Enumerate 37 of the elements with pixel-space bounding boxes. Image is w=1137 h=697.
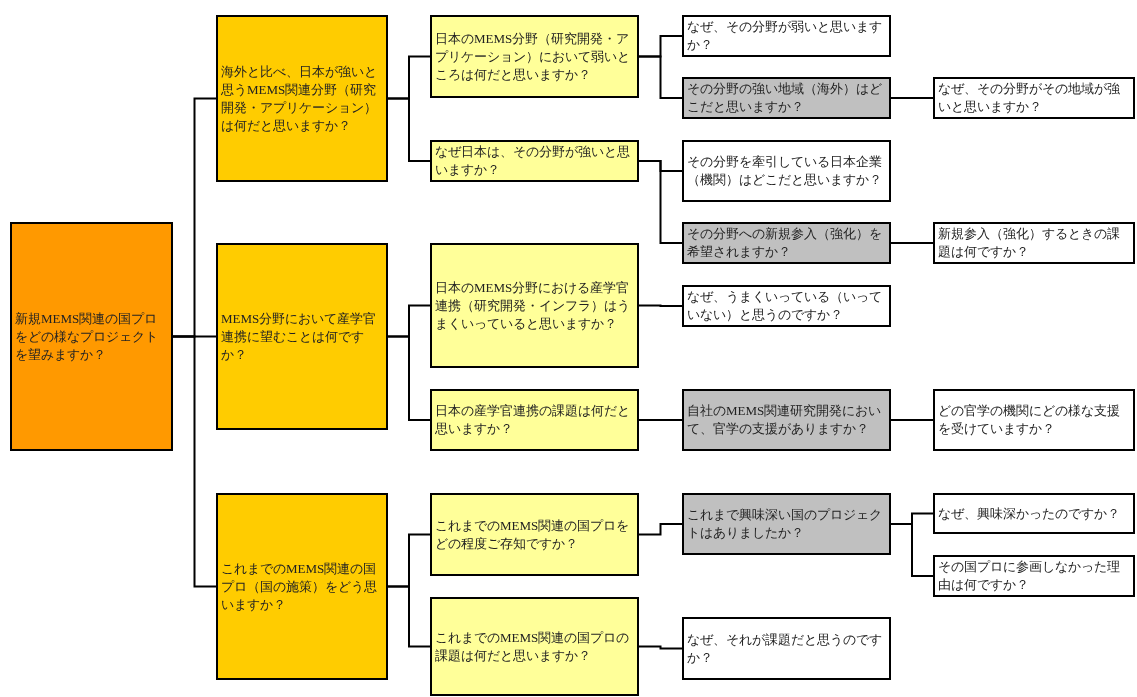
question-box: どの官学の機関にどの様な支援を受けていますか？ — [933, 389, 1135, 451]
question-box: これまでのMEMS関連の国プロ（国の施策）をどう思いますか？ — [216, 493, 388, 680]
connector-line — [387, 585, 431, 648]
question-box: 新規MEMS関連の国プロをどの様なプロジェクトを望みますか？ — [10, 222, 173, 451]
connector-line — [890, 242, 934, 244]
connector-line — [387, 97, 431, 162]
connector-line — [638, 645, 683, 650]
question-box: その分野を牽引している日本企業（機関）はどこだと思いますか？ — [682, 140, 891, 202]
connector-line — [638, 55, 683, 99]
question-box: なぜ、うまくいっている（いっていない）と思うのですか？ — [682, 285, 891, 327]
question-box: なぜ、それが課題だと思うのですか？ — [682, 617, 891, 680]
question-box: なぜ、その分野がその地域が強いと思いますか？ — [933, 77, 1135, 119]
connector-line — [638, 523, 683, 536]
question-box: なぜ、その分野が弱いと思いますか？ — [682, 15, 891, 57]
connector-line — [172, 335, 217, 588]
question-box: 日本のMEMS分野における産学官連携（研究開発・インフラ）はうまくいっていると思いますか？ — [430, 243, 639, 368]
question-box: その分野への新規参入（強化）を希望されますか？ — [682, 222, 891, 264]
connector-line — [890, 523, 934, 577]
question-box: 自社のMEMS関連研究開発において、官学の支援がありますか？ — [682, 389, 891, 451]
connector-line — [638, 419, 683, 421]
question-box: これまでのMEMS関連の国プロの課題は何だと思いますか？ — [430, 597, 639, 696]
question-box: 日本の産学官連携の課題は何だと思いますか？ — [430, 389, 639, 451]
connector-line — [638, 304, 683, 307]
question-box: その国プロに参画しなかった理由は何ですか？ — [933, 555, 1135, 597]
question-box: 海外と比べ、日本が強いと思うMEMS関連分野（研究開発・アプリケーション）は何だと思いますか？ — [216, 15, 388, 182]
question-box: これまで興味深い国のプロジェクトはありましたか？ — [682, 493, 891, 555]
connector-line — [890, 419, 934, 421]
connector-line — [890, 97, 934, 99]
question-box: これまでのMEMS関連の国プロをどの程度ご存知ですか？ — [430, 493, 639, 576]
question-box: その分野の強い地域（海外）はどこだと思いますか？ — [682, 77, 891, 119]
question-box: 新規参入（強化）するときの課題は何ですか？ — [933, 222, 1135, 264]
connector-line — [638, 160, 683, 244]
question-box: なぜ、興味深かったのですか？ — [933, 493, 1135, 534]
question-box: 日本のMEMS分野（研究開発・アプリケーション）において弱いところは何だと思いますか？ — [430, 15, 639, 98]
question-box: なぜ日本は、その分野が強いと思いますか？ — [430, 140, 639, 182]
connector-line — [387, 335, 431, 421]
question-box: MEMS分野において産学官連携に望むことは何ですか？ — [216, 243, 388, 430]
